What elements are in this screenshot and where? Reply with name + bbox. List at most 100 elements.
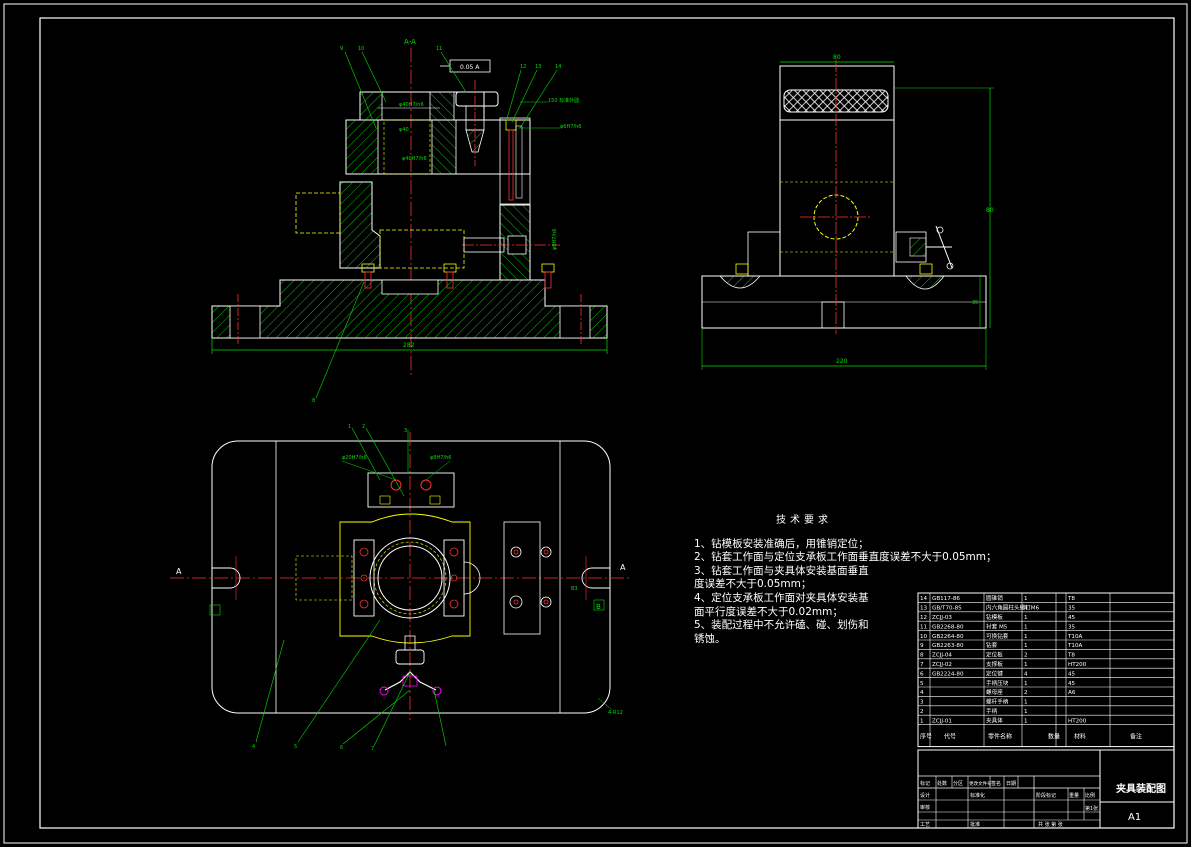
bush-cap-section-right bbox=[429, 91, 455, 121]
datum-box-left bbox=[209, 604, 221, 616]
tb-scale: 比例 bbox=[1085, 792, 1095, 799]
plan-fit-left: φ20H7/h6 bbox=[342, 455, 367, 461]
side-screw-right bbox=[919, 263, 933, 275]
plan-balloon-leaders bbox=[255, 427, 447, 747]
bom-cell-name: 衬套 M5 bbox=[986, 622, 1008, 630]
technical-requirements: 技术要求 1、钻模板安装准确后，用锥销定位； 2、钻套工作面与定位支承板工作面垂… bbox=[694, 514, 997, 646]
bush-cap-section-left bbox=[359, 91, 383, 121]
dim-fit-1: φ40H7/n6 bbox=[399, 102, 424, 108]
front-section-view: A-A 0.05 A bbox=[211, 38, 608, 404]
bom-cell-no: 2 bbox=[920, 709, 924, 715]
base-bore bbox=[381, 279, 439, 295]
bom-cell-qty: 1 bbox=[1024, 615, 1028, 621]
bom-cell-mat: 35 bbox=[1068, 624, 1076, 630]
bom-cell-name: 螺杆手柄 bbox=[986, 698, 1009, 706]
tech-line-1: 1、钻模板安装准确后，用锥销定位； bbox=[694, 537, 869, 550]
side-dim-top-width: 80 bbox=[833, 54, 841, 61]
plan-locator-left bbox=[353, 539, 375, 617]
bom-cell-code: ZCJJ-03 bbox=[932, 615, 952, 621]
base-body bbox=[211, 279, 608, 339]
bom-header-no: 序号 bbox=[920, 733, 932, 741]
bom-cell-no: 5 bbox=[920, 681, 924, 687]
tb-weight: 重量 bbox=[1069, 792, 1079, 799]
tb-check: 审核 bbox=[920, 804, 930, 811]
inner-frame bbox=[39, 17, 1175, 829]
bom-header-mat: 材料 bbox=[1074, 733, 1086, 741]
screw-front-3 bbox=[541, 263, 555, 289]
bom-cell-qty: 4 bbox=[1024, 606, 1028, 612]
tech-line-3: 3、钻套工作面与夹具体安装基面垂直 bbox=[694, 564, 869, 577]
dim-overall-width: 282 bbox=[403, 342, 415, 349]
plan-locator-right bbox=[443, 539, 465, 617]
plan-balloon-7: 7 bbox=[371, 746, 374, 752]
bom-cell-name: 夹具体 bbox=[986, 716, 1003, 724]
bom-cell-mat: 35 bbox=[1068, 606, 1076, 612]
bom-cell-name: 支撑板 bbox=[986, 660, 1003, 668]
bom-cell-mat: T10A bbox=[1067, 643, 1083, 649]
plan-view: A A B B3 φ20H7/h6 φ8H7/h6 bbox=[170, 424, 632, 752]
section-mark-left: A bbox=[176, 567, 182, 576]
drill-plate-left-section bbox=[345, 119, 379, 175]
tb-total: 共 张 第 张 bbox=[1038, 821, 1063, 828]
bom-cell-no: 1 bbox=[920, 718, 924, 724]
bom-cell-qty: 2 bbox=[1024, 653, 1028, 659]
base-slot-left bbox=[229, 305, 261, 339]
side-dim-base-height: 35 bbox=[972, 300, 978, 306]
flatness-value: 0.05 A bbox=[460, 64, 480, 71]
bom-cell-qty: 1 bbox=[1024, 709, 1028, 715]
tech-line-7: 5、装配过程中不允许磕、碰、划伤和 bbox=[694, 619, 869, 632]
plan-top-block bbox=[367, 472, 455, 508]
bom-cell-no: 11 bbox=[920, 624, 928, 630]
sheet-size: A1 bbox=[1128, 812, 1141, 823]
plan-fixture-body bbox=[339, 513, 471, 644]
bom-cell-code: GB/T70-85 bbox=[932, 606, 962, 612]
side-base-left-cut bbox=[719, 275, 761, 289]
bom-cell-mat: 45 bbox=[1068, 681, 1076, 687]
slot-left bbox=[212, 567, 241, 589]
bom-cell-name: 螺母座 bbox=[986, 688, 1003, 696]
tb-approve: 批准 bbox=[970, 821, 980, 828]
bom-header-name: 零件名称 bbox=[988, 733, 1012, 741]
bom-cell-name: 圆锥销 bbox=[986, 594, 1003, 602]
base-slot-right bbox=[559, 305, 591, 339]
b-ref: B3 bbox=[571, 586, 578, 592]
side-left-clamp bbox=[747, 231, 781, 277]
plan-base bbox=[211, 440, 611, 714]
bom-cell-code: GB2224-80 bbox=[932, 671, 964, 677]
side-handle bbox=[895, 225, 954, 270]
bom-cell-qty: 1 bbox=[1024, 624, 1028, 630]
bom-frame bbox=[917, 592, 1175, 748]
side-dim-overall-width: 220 bbox=[836, 358, 848, 365]
locating-block bbox=[379, 229, 465, 269]
screw-front-4 bbox=[505, 119, 523, 201]
inner-bore bbox=[383, 119, 431, 175]
tb-count: 处数 bbox=[937, 780, 947, 787]
tb-change: 更改文件号 bbox=[969, 780, 992, 787]
bom-cell-name: 内六角圆柱头螺钉M6 bbox=[986, 604, 1040, 612]
bom-cell-code: ZCJJ-02 bbox=[932, 662, 952, 668]
bom-header-code: 代号 bbox=[944, 733, 956, 741]
hole-fit: φ6H7/h6 bbox=[560, 124, 581, 130]
balloon-13: 13 bbox=[535, 64, 541, 70]
side-base-right-cut bbox=[905, 275, 945, 290]
plan-slot-callout: 4-R12 bbox=[608, 710, 623, 716]
bom-header-note: 备注 bbox=[1130, 733, 1142, 741]
front-balloons bbox=[315, 51, 558, 399]
plan-pin-2 bbox=[420, 479, 432, 491]
plan-balloon-1: 1 bbox=[348, 424, 351, 430]
bom-cell-code: ZCJJ-01 bbox=[932, 718, 952, 724]
bom-cell-qty: 1 bbox=[1024, 643, 1028, 649]
screw-front-2 bbox=[443, 263, 457, 289]
bom-cell-no: 13 bbox=[920, 606, 928, 612]
bom-cell-no: 12 bbox=[920, 615, 927, 621]
plan-handle-knob-right bbox=[432, 686, 442, 696]
tech-line-2: 2、钻套工作面与定位支承板工作面垂直度误差不大于0.05mm； bbox=[694, 551, 997, 564]
bom-cell-no: 7 bbox=[920, 662, 924, 668]
side-fit: φ8H7/h6 bbox=[552, 229, 558, 250]
bom-cell-no: 9 bbox=[920, 643, 924, 649]
plan-right-plate bbox=[503, 521, 541, 635]
balloon-14: 14 bbox=[555, 64, 561, 70]
plan-handle bbox=[384, 671, 437, 691]
plan-bush-inner bbox=[377, 545, 443, 611]
